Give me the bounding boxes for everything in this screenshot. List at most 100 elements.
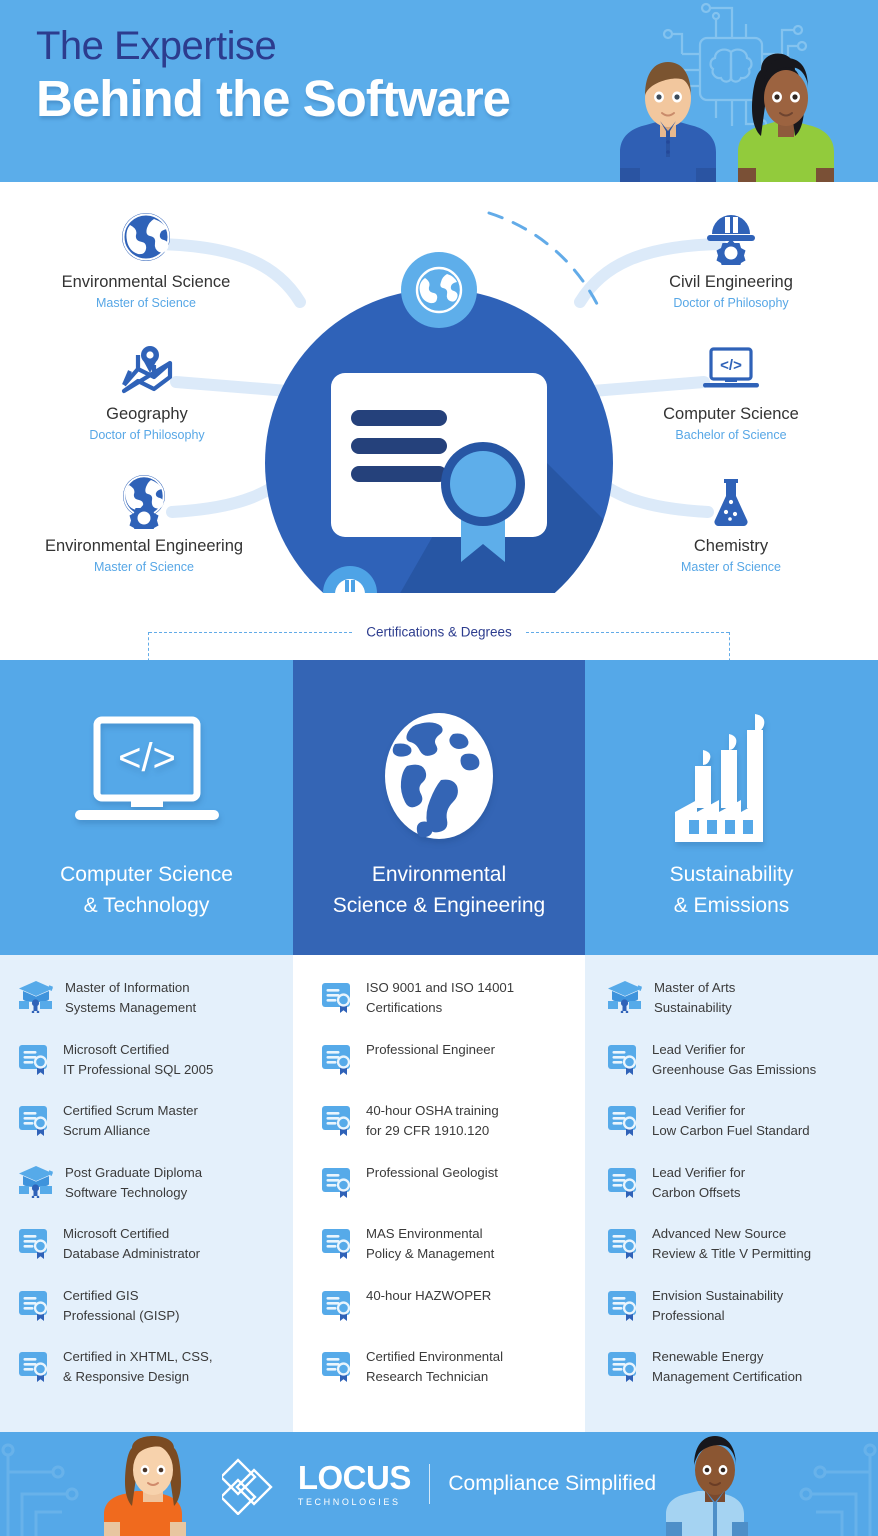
node-title: Computer Science [663, 405, 799, 423]
certificate-icon [607, 1164, 641, 1198]
svg-text:</>: </> [118, 736, 176, 780]
category-title: Computer Science & Technology [60, 860, 233, 921]
certificate-icon [18, 1225, 52, 1259]
node-title: Chemistry [693, 537, 769, 555]
node-degree: Doctor of Philosophy [673, 296, 789, 311]
credential-line1: Master of Information [65, 980, 190, 995]
category-header-computer-science[interactable]: </> Computer Science & Technology [0, 660, 293, 955]
category-title: Sustainability & Emissions [670, 860, 794, 921]
credential-item: Certified in XHTML, CSS,& Responsive Des… [0, 1346, 293, 1388]
credential-line1: 40-hour HAZWOPER [366, 1287, 492, 1303]
logo-wordmark: LOCUS [297, 1459, 412, 1496]
certificate-icon [607, 1225, 641, 1259]
credential-line2: Greenhouse Gas Emissions [652, 1061, 817, 1077]
credential-line1: ISO 9001 and ISO 14001 [366, 980, 515, 995]
category-header-sustainability[interactable]: Sustainability & Emissions [585, 660, 878, 955]
certificate-icon [18, 1348, 52, 1382]
credential-line1: Renewable Energy [652, 1349, 764, 1364]
node-title: Geography [106, 405, 188, 423]
credential-line2: & Responsive Design [63, 1369, 190, 1385]
credential-line2: Professional [652, 1307, 725, 1323]
globe-icon [21, 206, 271, 268]
footer-bar: LOCUS TECHNOLOGIES Compliance Simplified [0, 1432, 878, 1536]
hero-illustration [598, 0, 878, 182]
credential-item: Professional Geologist [293, 1162, 585, 1204]
credential-line1: Professional Engineer [366, 1041, 496, 1057]
credential-line1: Envision Sustainability [652, 1287, 784, 1303]
circuit-decoration-left-icon [1, 1443, 79, 1536]
laptop-code-icon: </> [71, 706, 223, 846]
category-header-environmental-science[interactable]: Environmental Science & Engineering [293, 660, 585, 955]
globe-badge-icon [401, 252, 477, 328]
credential-line1: Certified Environmental [366, 1349, 504, 1364]
certificate-icon [321, 1225, 355, 1259]
credential-line2: Systems Management [65, 1000, 197, 1016]
credential-line2: Certifications [366, 1000, 443, 1016]
credential-line2: Research Technician [366, 1369, 489, 1385]
category-title-line1: Environmental [371, 863, 507, 887]
credential-line2: for 29 CFR 1910.120 [366, 1123, 490, 1139]
credential-line1: Master of Arts [654, 980, 736, 995]
locus-logo-icon [221, 1458, 273, 1515]
footer-divider [428, 1464, 431, 1504]
credential-item: 40-hour HAZWOPER [293, 1285, 585, 1327]
credential-line1: Certified GIS [63, 1287, 139, 1303]
credential-line2: Professional (GISP) [63, 1307, 180, 1323]
credential-line2: Software Technology [65, 1184, 188, 1200]
credential-line2: Scrum Alliance [63, 1123, 151, 1139]
hardhat-gear-icon [606, 206, 856, 268]
footer-brand: LOCUS TECHNOLOGIES Compliance Simplified [0, 1432, 878, 1536]
flask-icon [606, 470, 856, 532]
credential-line2: Low Carbon Fuel Standard [652, 1123, 810, 1139]
credential-label: Professional Geologist [366, 1162, 498, 1183]
diagram-node-environmental-engineering: Environmental Engineering Master of Scie… [19, 470, 269, 577]
certificate-icon [607, 1041, 641, 1075]
credential-item: Professional Engineer [293, 1039, 585, 1081]
footer-person-male [666, 1436, 748, 1536]
credential-line1: Post Graduate Diploma [65, 1164, 203, 1180]
degrees-diagram: Environmental Science Master of Science … [0, 182, 878, 660]
certificate-icon [607, 1287, 641, 1321]
circuit-decoration-right-icon [799, 1443, 877, 1536]
credential-line1: Microsoft Certified [63, 1041, 170, 1057]
certificate-icon [18, 1102, 52, 1136]
footer-person-female [104, 1436, 186, 1536]
credential-line1: Professional Geologist [366, 1164, 498, 1180]
diagram-node-geography: Geography Doctor of Philosophy [22, 338, 272, 445]
category-headers: </> Computer Science & Technology [0, 660, 878, 955]
map-icon [22, 338, 272, 400]
certificate-icon [321, 1287, 355, 1321]
locus-logo-text: LOCUS TECHNOLOGIES [297, 1459, 412, 1507]
credential-label: Certified in XHTML, CSS,& Responsive Des… [63, 1346, 213, 1388]
credential-line1: Microsoft Certified [63, 1226, 170, 1241]
credential-item: Certified GIS Professional (GISP) [0, 1285, 293, 1327]
logo-subtitle: TECHNOLOGIES [297, 1497, 401, 1507]
globe-gear-icon [19, 470, 269, 532]
credential-line1: Certified Scrum Master [63, 1103, 198, 1118]
graduation-cap-icon [18, 979, 54, 1014]
category-title-line2: & Emissions [673, 893, 790, 917]
certificate-icon [321, 1102, 355, 1136]
hero-person-female [738, 53, 834, 182]
